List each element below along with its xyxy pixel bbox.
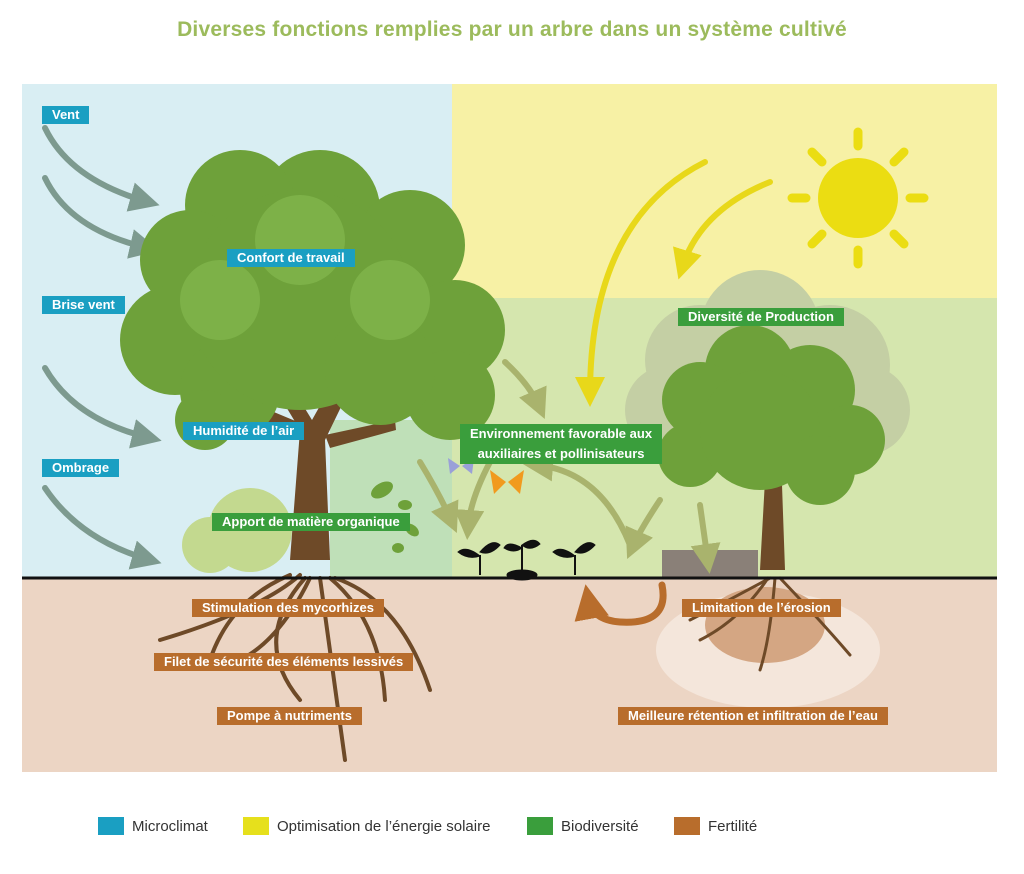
green-zone-left — [330, 420, 452, 578]
label-apport: Apport de matière organique — [212, 513, 410, 531]
label-environnement-line1: Environnement favorable aux — [470, 426, 653, 441]
legend-microclimat: Microclimat — [98, 816, 208, 836]
label-diversite: Diversité de Production — [678, 308, 844, 326]
label-confort: Confort de travail — [227, 249, 355, 267]
legend-solaire: Optimisation de l’énergie solaire — [243, 816, 490, 836]
label-humidite: Humidité de l’air — [183, 422, 305, 440]
sun-zone — [452, 84, 997, 298]
butterfly-orange-icon — [490, 470, 524, 494]
legend-biodiversite: Biodiversité — [527, 816, 639, 836]
biodiversity-arrows — [417, 359, 721, 574]
falling-leaves — [371, 481, 419, 553]
legend-label-microclimat: Microclimat — [132, 817, 208, 835]
label-vent: Vent — [42, 106, 90, 124]
label-brise-vent: Brise vent — [42, 296, 125, 314]
wind-arrows — [42, 125, 162, 570]
label-pompe: Pompe à nutriments — [217, 707, 362, 725]
small-tree-canopy — [658, 325, 885, 505]
legend-label-biodiversite: Biodiversité — [561, 817, 639, 835]
legend-swatch-fertilite — [674, 817, 700, 835]
legend-fertilite: Fertilité — [674, 816, 757, 836]
sun-icon — [787, 127, 929, 269]
legend-label-fertilite: Fertilité — [708, 817, 758, 835]
legend-swatch-microclimat — [98, 817, 124, 835]
label-erosion: Limitation de l’érosion — [682, 599, 841, 617]
large-tree-roots — [158, 573, 432, 762]
label-environnement-line2: auxiliaires et pollinisateurs — [477, 446, 645, 461]
legend-swatch-biodiversite — [527, 817, 553, 835]
label-filet: Filet de sécurité des éléments lessivés — [154, 653, 414, 671]
label-retention: Meilleure rétention et infiltration de l… — [618, 707, 888, 725]
erosion-arrow — [574, 581, 667, 626]
label-ombrage: Ombrage — [42, 459, 120, 477]
legend-label-solaire: Optimisation de l’énergie solaire — [277, 817, 491, 835]
legend-swatch-solaire — [243, 817, 269, 835]
bush — [182, 488, 292, 573]
solar-arrows — [575, 159, 773, 407]
label-environnement: Environnement favorable aux auxiliaires … — [460, 424, 663, 464]
label-mycorhizes: Stimulation des mycorhizes — [192, 599, 384, 617]
diagram-title: Diverses fonctions remplies par un arbre… — [177, 18, 847, 41]
